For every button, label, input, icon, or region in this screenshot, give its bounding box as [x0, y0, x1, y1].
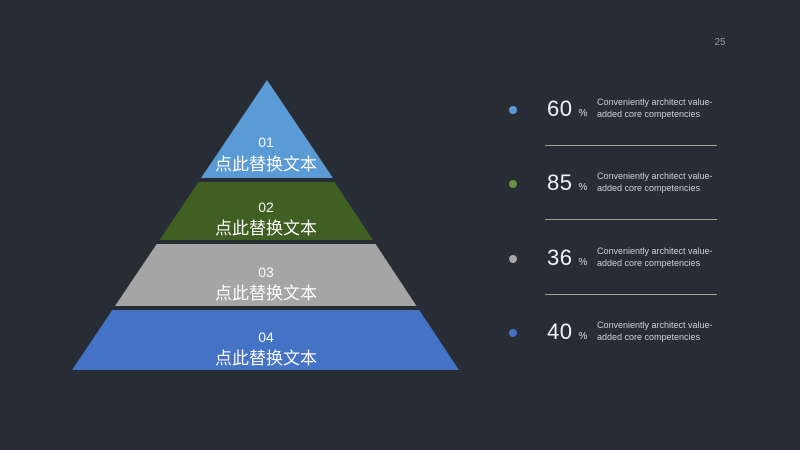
bullet-dot-icon [509, 180, 517, 188]
pyramid-level-2-shape[interactable] [159, 182, 373, 240]
pyramid-level-4-shape[interactable] [72, 310, 459, 370]
stat-value-group: 40 % [547, 319, 587, 345]
divider-line [545, 294, 717, 295]
stat-description: Conveniently architect value- added core… [597, 320, 713, 342]
stat-row: 40 % Conveniently architect value- added… [500, 308, 760, 378]
pyramid-diagram: 01 点此替换文本 02 点此替换文本 03 点此替换文本 04 点此替换文本 [72, 80, 459, 370]
stat-value: 36 [547, 245, 573, 270]
pyramid-level-1-label[interactable]: 点此替换文本 [215, 155, 317, 174]
pyramid-level-3-number: 03 [258, 264, 274, 280]
stat-description: Conveniently architect value- added core… [597, 97, 713, 119]
divider-line [545, 145, 717, 146]
stat-row: 85 % Conveniently architect value- added… [500, 159, 760, 229]
stat-value-group: 36 % [547, 245, 587, 271]
stat-row: 36 % Conveniently architect value- added… [500, 234, 760, 304]
stat-unit: % [578, 182, 588, 193]
pyramid-level-4-label[interactable]: 点此替换文本 [215, 349, 317, 368]
pyramid-level-1-shape[interactable] [201, 80, 333, 178]
stat-description: Conveniently architect value- added core… [597, 171, 713, 193]
pyramid-level-4-number: 04 [258, 329, 274, 345]
stat-unit: % [578, 257, 588, 268]
divider-line [545, 219, 717, 220]
stat-description: Conveniently architect value- added core… [597, 246, 713, 268]
stat-unit: % [578, 331, 588, 342]
page-number: 25 [714, 37, 726, 48]
stat-unit: % [578, 108, 588, 119]
stat-value-group: 60 % [547, 96, 587, 122]
stat-value: 40 [547, 319, 573, 344]
pyramid-level-2-label[interactable]: 点此替换文本 [215, 219, 317, 238]
stat-value-group: 85 % [547, 170, 587, 196]
pyramid-level-3-label[interactable]: 点此替换文本 [215, 284, 317, 303]
stat-value: 60 [547, 96, 573, 121]
stat-row: 60 % Conveniently architect value- added… [500, 85, 760, 155]
bullet-dot-icon [509, 329, 517, 337]
pyramid-level-3-shape[interactable] [115, 244, 417, 306]
pyramid-level-1-number: 01 [258, 134, 274, 150]
pyramid-level-2-number: 02 [258, 199, 274, 215]
bullet-dot-icon [509, 255, 517, 263]
bullet-dot-icon [509, 106, 517, 114]
stat-value: 85 [547, 170, 573, 195]
